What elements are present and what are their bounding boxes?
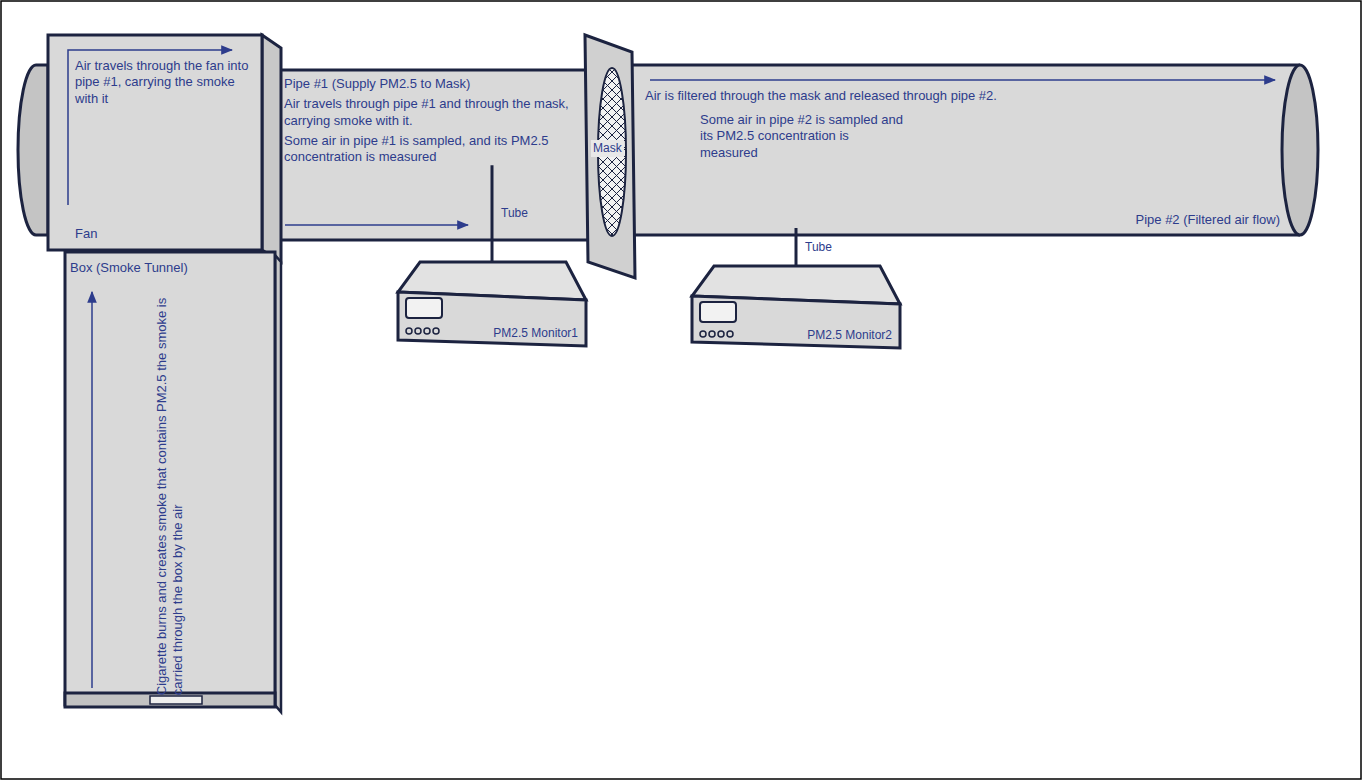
part-label: PM2.5 Monitor1 [493, 326, 578, 341]
monitor: PM2.5 Monitor1 [398, 262, 586, 346]
pipe: Air is filtered through the mask and rel… [645, 88, 1280, 228]
part-label: Mask [591, 140, 624, 157]
fan-housing: Air travels through the fan into pipe #1… [75, 58, 250, 242]
sampling-note: Some air in pipe #2 is sampled and its P… [700, 112, 910, 161]
flow-arrow [285, 224, 468, 226]
part-label: Pipe #2 (Filtered air flow) [1136, 212, 1281, 228]
monitor-drawing [398, 262, 586, 346]
sampling-note: Some air in pipe #1 is sampled, and its … [284, 133, 578, 166]
flow-note: Air travels through the fan into pipe #1… [75, 58, 250, 107]
flow-note: Air travels through pipe #1 and through … [284, 96, 578, 129]
smoke-box-drawing [65, 252, 281, 712]
part-label: PM2.5 Monitor2 [807, 328, 892, 343]
fan-drawing [18, 35, 281, 262]
mask-plate-drawing [585, 35, 635, 278]
tube-label: Tube [498, 206, 531, 221]
part-label: Pipe #1 (Supply PM2.5 to Mask) [284, 76, 578, 92]
flow-arrow [68, 50, 232, 205]
mask-plate: Mask [591, 140, 624, 157]
pipe: Pipe #1 (Supply PM2.5 to Mask) Air travel… [284, 76, 578, 165]
flow-note: Air is filtered through the mask and rel… [645, 88, 1280, 104]
part-label: Box (Smoke Tunnel) [70, 260, 270, 276]
pipe-1-drawing [262, 70, 592, 240]
pipe-2-drawing [615, 65, 1318, 235]
sampling-tube [795, 228, 798, 266]
flow-arrow [650, 79, 1275, 81]
flow-arrow [91, 292, 93, 688]
sampling-tube [491, 165, 494, 262]
monitor: PM2.5 Monitor2 [692, 266, 900, 348]
monitor-drawing [692, 266, 900, 348]
part-label: Fan [75, 226, 97, 242]
process-note: Cigarette burns and creates smoke that c… [154, 295, 187, 695]
smoke-box: Box (Smoke Tunnel) Cigarette burns and cr… [70, 260, 270, 700]
tube-label: Tube [802, 240, 835, 255]
